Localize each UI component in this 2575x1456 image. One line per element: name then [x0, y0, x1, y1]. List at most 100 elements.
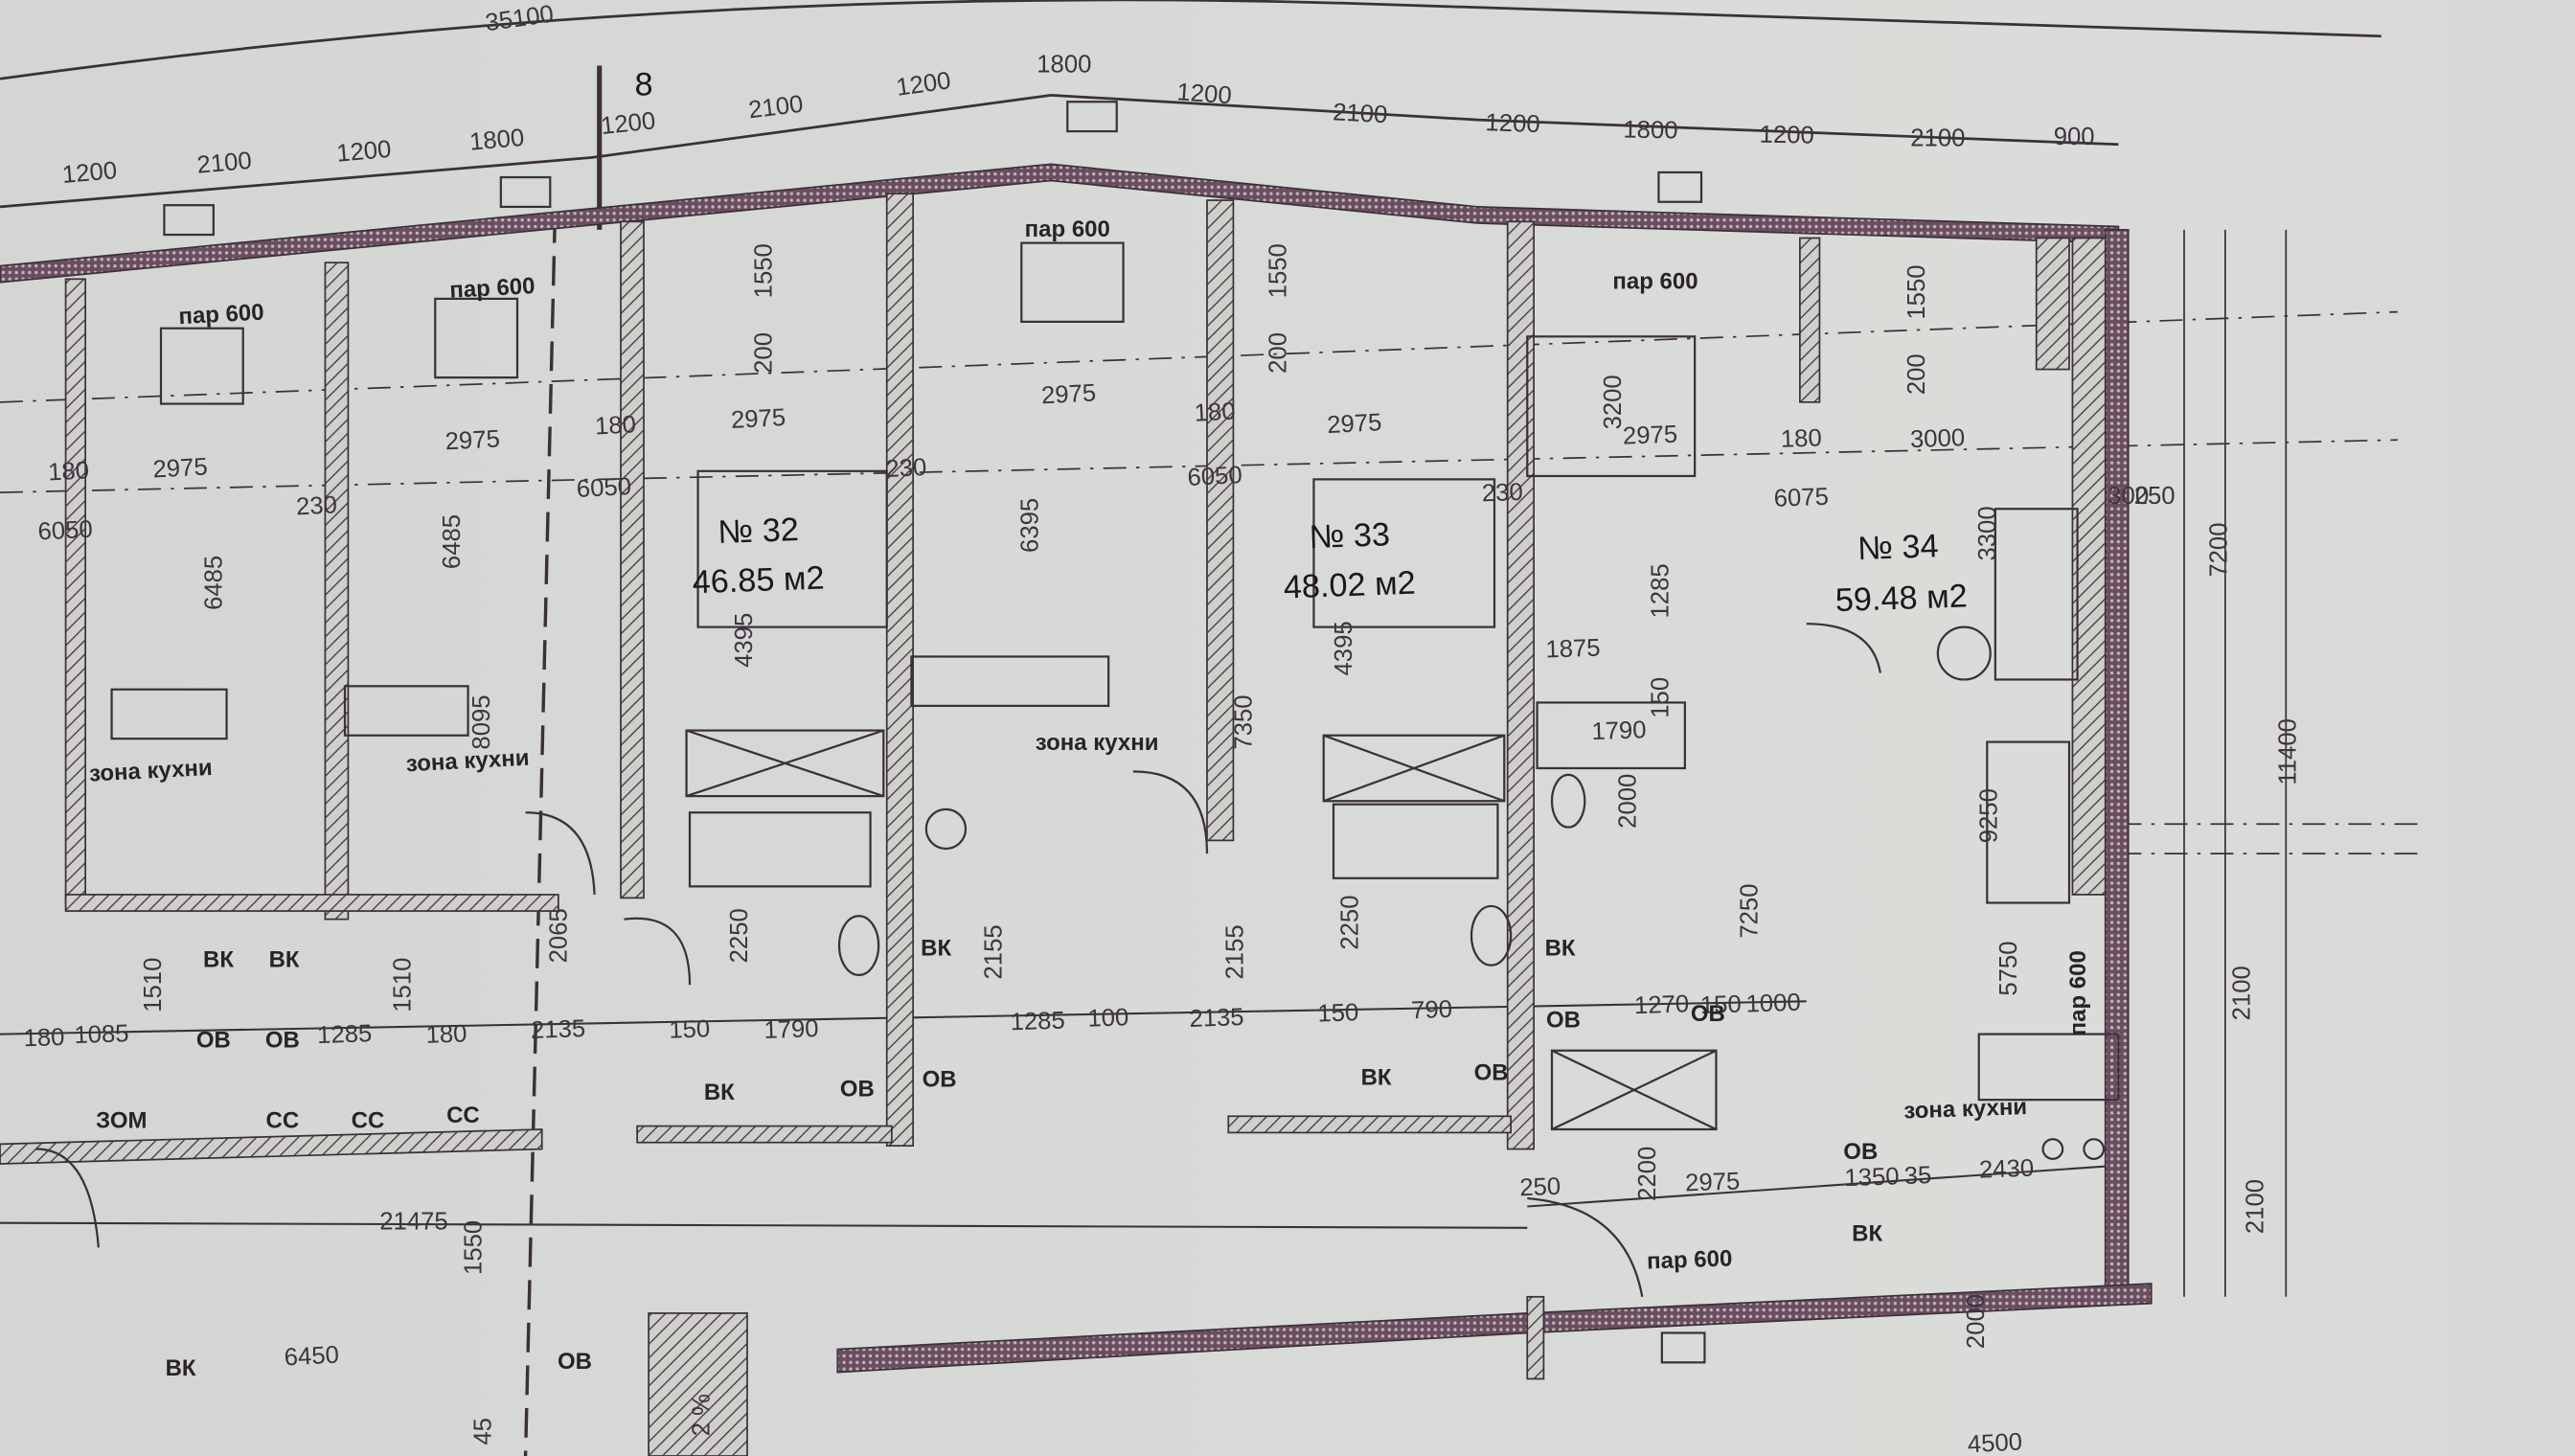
dimension-label: 6050: [37, 516, 94, 546]
dimension-label: 6450: [284, 1342, 340, 1372]
balcony-label: пар 600: [178, 300, 264, 330]
apartment-area: 59.48 м2: [1834, 578, 1968, 619]
dimension-label: 180: [47, 457, 89, 486]
dimension-label: 21475: [379, 1209, 447, 1236]
service-room-label: СС: [266, 1107, 300, 1133]
ov-shaft-label: ОВ: [840, 1077, 875, 1103]
dimension-label: 7350: [1230, 694, 1257, 749]
dimension-label: 1550: [751, 243, 778, 298]
dimension-label: 1790: [1591, 717, 1647, 745]
axis-lines: [0, 213, 2423, 1456]
dimension-label: 3000: [1910, 424, 1966, 453]
exterior-walls: [0, 163, 2153, 1374]
dimension-label: 200: [1265, 332, 1291, 374]
dimension-label: 6485: [200, 556, 227, 610]
dimension-label: 1285: [1010, 1007, 1065, 1035]
dimension-label: 200: [1903, 353, 1930, 395]
ov-shaft-label: ОВ: [1691, 1001, 1725, 1027]
dimension-label: 2250: [726, 908, 753, 963]
dimension-label: 180: [425, 1020, 467, 1048]
dimension-label: 1510: [390, 958, 417, 1012]
dimension-label: 2975: [1685, 1168, 1741, 1196]
ov-shaft-label: ОВ: [265, 1027, 300, 1053]
dimension-label: 180: [594, 411, 636, 440]
balcony-label: пар 600: [1025, 216, 1110, 242]
kitchen-zone-label: зона кухни: [405, 745, 530, 778]
dimension-label: 1800: [1623, 116, 1678, 144]
dimension-label: 150: [1648, 677, 1675, 718]
dimension-label: 1550: [1265, 243, 1291, 298]
dimension-label: 1270: [1634, 990, 1690, 1019]
dimension-label: 6050: [1187, 462, 1243, 491]
dimension-label: 230: [885, 454, 927, 483]
kitchen-zone-label: зона кухни: [1903, 1094, 2028, 1124]
dimension-label: 250: [2134, 483, 2176, 510]
dimension-label: 1200: [1485, 109, 1540, 138]
balcony-label: пар 600: [2065, 950, 2091, 1035]
windows: [163, 101, 1706, 1364]
dimension-label: 1350: [1844, 1163, 1900, 1192]
vk-shaft-label: ВК: [1545, 935, 1576, 961]
dimension-label: 100: [1087, 1004, 1129, 1032]
dimension-label: 2135: [531, 1015, 586, 1044]
interior-walls: [64, 193, 2070, 1456]
dimension-label: 7250: [1736, 883, 1763, 938]
vk-shaft-label: ВК: [1852, 1221, 1882, 1247]
dimension-label: 2975: [730, 404, 786, 434]
dimension-label: 1085: [74, 1020, 129, 1049]
dimension-label: 2135: [1189, 1004, 1244, 1033]
dimension-label: 35: [1903, 1162, 1932, 1190]
dimension-label: 1790: [763, 1015, 819, 1044]
dimension-label: 2100: [2229, 966, 2256, 1020]
dimension-label: 2975: [1040, 379, 1097, 409]
kitchen-zone-label: зона кухни: [1036, 730, 1159, 756]
dimension-label: 2000: [1614, 774, 1641, 829]
dimension-label: 1000: [1745, 990, 1801, 1018]
dimension-label: 6395: [1016, 498, 1043, 553]
dimension-label: 1200: [335, 136, 392, 168]
dimension-label: 6485: [439, 514, 466, 569]
dimension-label: 2975: [1623, 421, 1678, 450]
dimension-label: 200: [751, 332, 778, 374]
dimension-label: 230: [1481, 479, 1523, 507]
ov-shaft-label: ОВ: [558, 1349, 592, 1375]
dimension-label: 1875: [1545, 634, 1601, 663]
dimension-label: 1200: [600, 107, 657, 140]
dimension-label: 1800: [468, 125, 525, 156]
dimension-label: 6050: [576, 473, 632, 503]
service-room-label: ЗОМ: [96, 1107, 147, 1133]
dimension-lines: [0, 0, 2381, 1297]
dimension-label: 3300: [1974, 506, 2001, 560]
dimension-label: 7200: [2206, 522, 2233, 577]
service-room-label: СС: [446, 1103, 480, 1128]
dimension-label: 180: [23, 1024, 65, 1052]
dimension-label: 2065: [545, 908, 572, 963]
dimension-label: 2250: [1337, 895, 1364, 949]
dimension-label: 1550: [460, 1220, 487, 1275]
dimension-label: 150: [669, 1015, 711, 1043]
balcony-label: пар 600: [1612, 269, 1698, 295]
apartment-area: 46.85 м2: [692, 560, 825, 602]
ov-shaft-label: ОВ: [923, 1066, 957, 1092]
dimension-label: 2100: [1333, 99, 1389, 128]
ov-shaft-label: ОВ: [196, 1027, 231, 1053]
dimension-label: 1200: [1759, 122, 1814, 149]
vk-shaft-label: ВК: [166, 1355, 196, 1381]
dimension-label: 300: [2108, 483, 2149, 510]
apartment-number: № 32: [718, 512, 800, 551]
dimension-label: 4395: [1331, 621, 1357, 675]
balcony-label: пар 600: [449, 273, 536, 304]
ov-shaft-label: ОВ: [1546, 1008, 1581, 1034]
dimension-label: 150: [1317, 999, 1359, 1027]
dimension-label: 2155: [981, 924, 1008, 979]
vk-shaft-label: ВК: [203, 946, 234, 972]
dimension-label: 1285: [317, 1020, 373, 1049]
balcony-label: пар 600: [1647, 1245, 1733, 1274]
dimension-label: 2 %: [689, 1394, 716, 1436]
dimension-label: 4395: [731, 613, 758, 668]
dimension-label: 6075: [1773, 484, 1829, 512]
dimension-label: 2100: [747, 91, 805, 125]
